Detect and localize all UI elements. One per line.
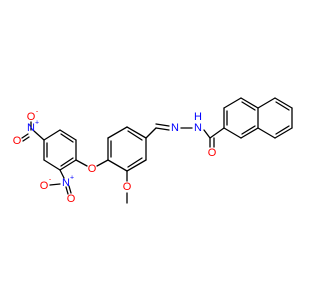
charge-nitro2-nitrogen: + — [70, 175, 74, 182]
atom-carbonyl-oxygen: O — [208, 147, 217, 159]
atom-amide-hydrogen: H — [194, 111, 202, 123]
bonds — [21, 97, 293, 204]
atom-labels: O N + O - N + O - O O O N N H O — [13, 109, 217, 206]
charge-nitro1-nitrogen: + — [35, 120, 39, 127]
atom-nitro2-oxygen-left: O — [40, 180, 49, 192]
atom-methoxy-oxygen: O — [123, 181, 132, 193]
atom-nitro2-oxygen-bottom: O — [67, 193, 76, 205]
atom-nitro2-nitrogen: N — [62, 177, 70, 189]
atom-nitro1-nitrogen: N — [27, 122, 35, 134]
atom-nitro1-oxygen-left: O — [13, 135, 22, 147]
atom-imine-nitrogen: N — [171, 122, 179, 134]
atom-amide-nitrogen: N — [194, 122, 202, 134]
charge-nitro1-oxygen-bottom: - — [36, 109, 39, 116]
atom-nitro1-oxygen-bottom: O — [27, 111, 36, 123]
charge-nitro2-oxygen-left: - — [49, 177, 52, 184]
chemical-structure-diagram: O N + O - N + O - O O O N N H O — [13, 97, 293, 206]
atom-ether-oxygen: O — [88, 163, 97, 175]
